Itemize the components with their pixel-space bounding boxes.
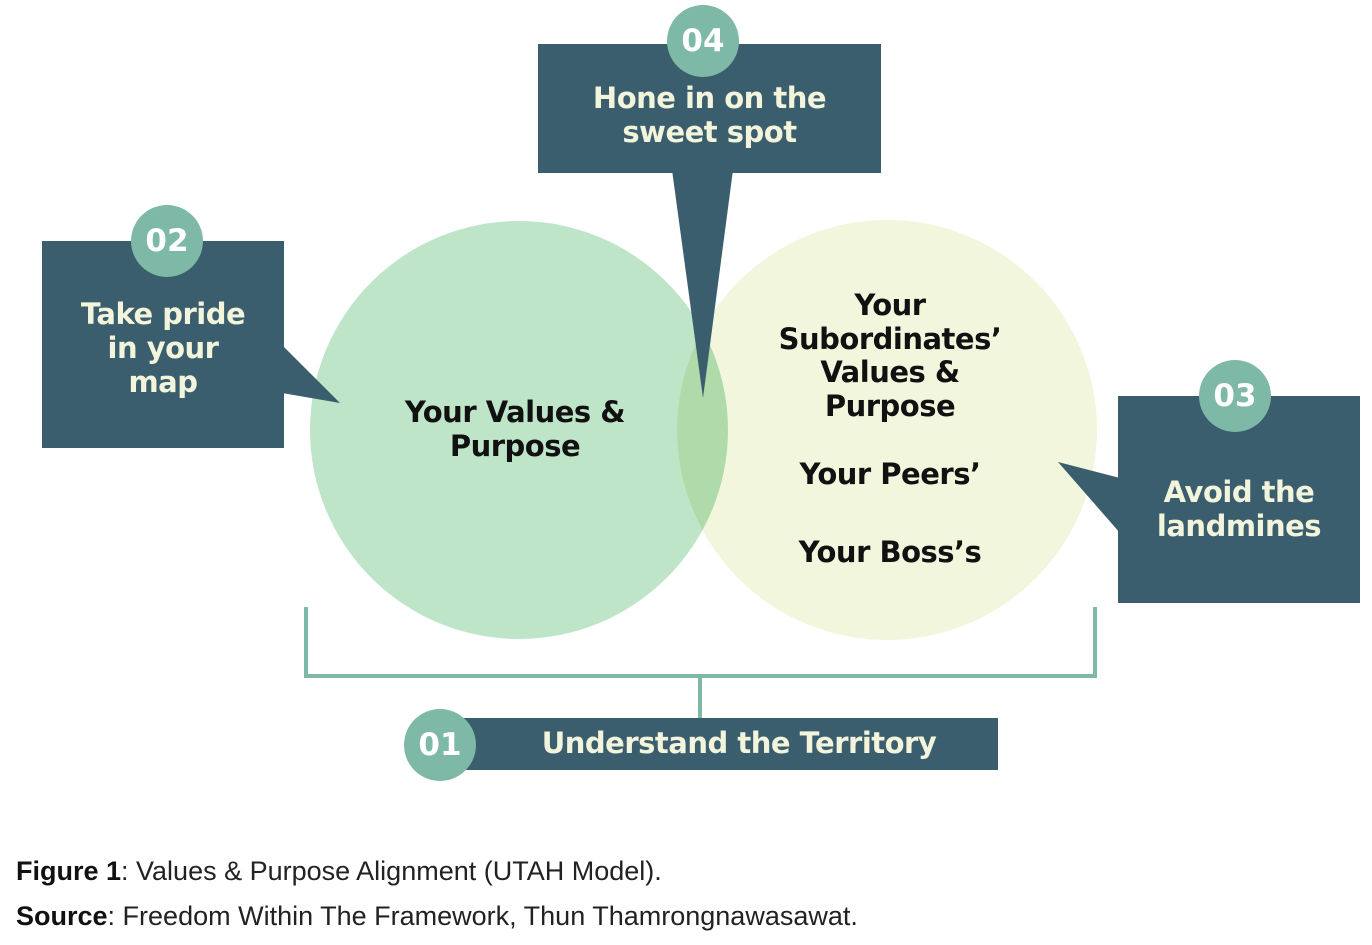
others-values-circle <box>677 220 1097 640</box>
source-caption: Source: Freedom Within The Framework, Th… <box>16 901 858 932</box>
step-02-line-3: map <box>128 365 198 399</box>
source-text: : Freedom Within The Framework, Thun Tha… <box>107 901 858 931</box>
territory-bracket <box>304 607 1097 718</box>
subordinates-line-1: Your <box>854 288 926 322</box>
subordinates-line-3: Values & <box>820 355 960 389</box>
your-values-label: Your Values & Purpose <box>360 395 670 463</box>
peers-label: Your Peers’ <box>799 457 981 491</box>
step-02-badge: 02 <box>131 205 203 277</box>
step-02-line-2: in your <box>107 331 219 365</box>
source-label: Source <box>16 901 108 931</box>
step-04-line-1: Hone in on the <box>592 81 827 115</box>
step-01-text: Understand the Territory <box>541 726 937 760</box>
boss-label: Your Boss’s <box>798 535 982 569</box>
subordinates-line-2: Subordinates’ <box>778 321 1002 356</box>
step-02-line-1: Take pride <box>80 297 246 331</box>
step-04-badge: 04 <box>667 5 739 77</box>
figure-caption: Figure 1: Values & Purpose Alignment (UT… <box>16 856 662 887</box>
figure-label: Figure 1 <box>16 856 122 886</box>
your-values-line-2: Purpose <box>449 429 581 463</box>
step-03-line-2: landmines <box>1156 509 1322 543</box>
step-02-text: Take pride in your map <box>42 297 284 399</box>
subordinates-values-label: Your Subordinates’ Values & Purpose <box>740 288 1040 423</box>
your-values-line-1: Your Values & <box>404 395 626 429</box>
step-03-line-1: Avoid the <box>1163 475 1315 509</box>
step-03-badge: 03 <box>1199 360 1271 432</box>
subordinates-line-4: Purpose <box>824 388 956 423</box>
figure-text: : Values & Purpose Alignment (UTAH Model… <box>121 856 662 886</box>
step-04-line-2: sweet spot <box>622 115 797 149</box>
step-01-box <box>440 718 998 770</box>
your-values-circle <box>310 221 728 639</box>
step-01-badge: 01 <box>404 709 476 781</box>
step-03-text: Avoid the landmines <box>1118 475 1360 543</box>
step-04-text: Hone in on the sweet spot <box>538 81 881 149</box>
